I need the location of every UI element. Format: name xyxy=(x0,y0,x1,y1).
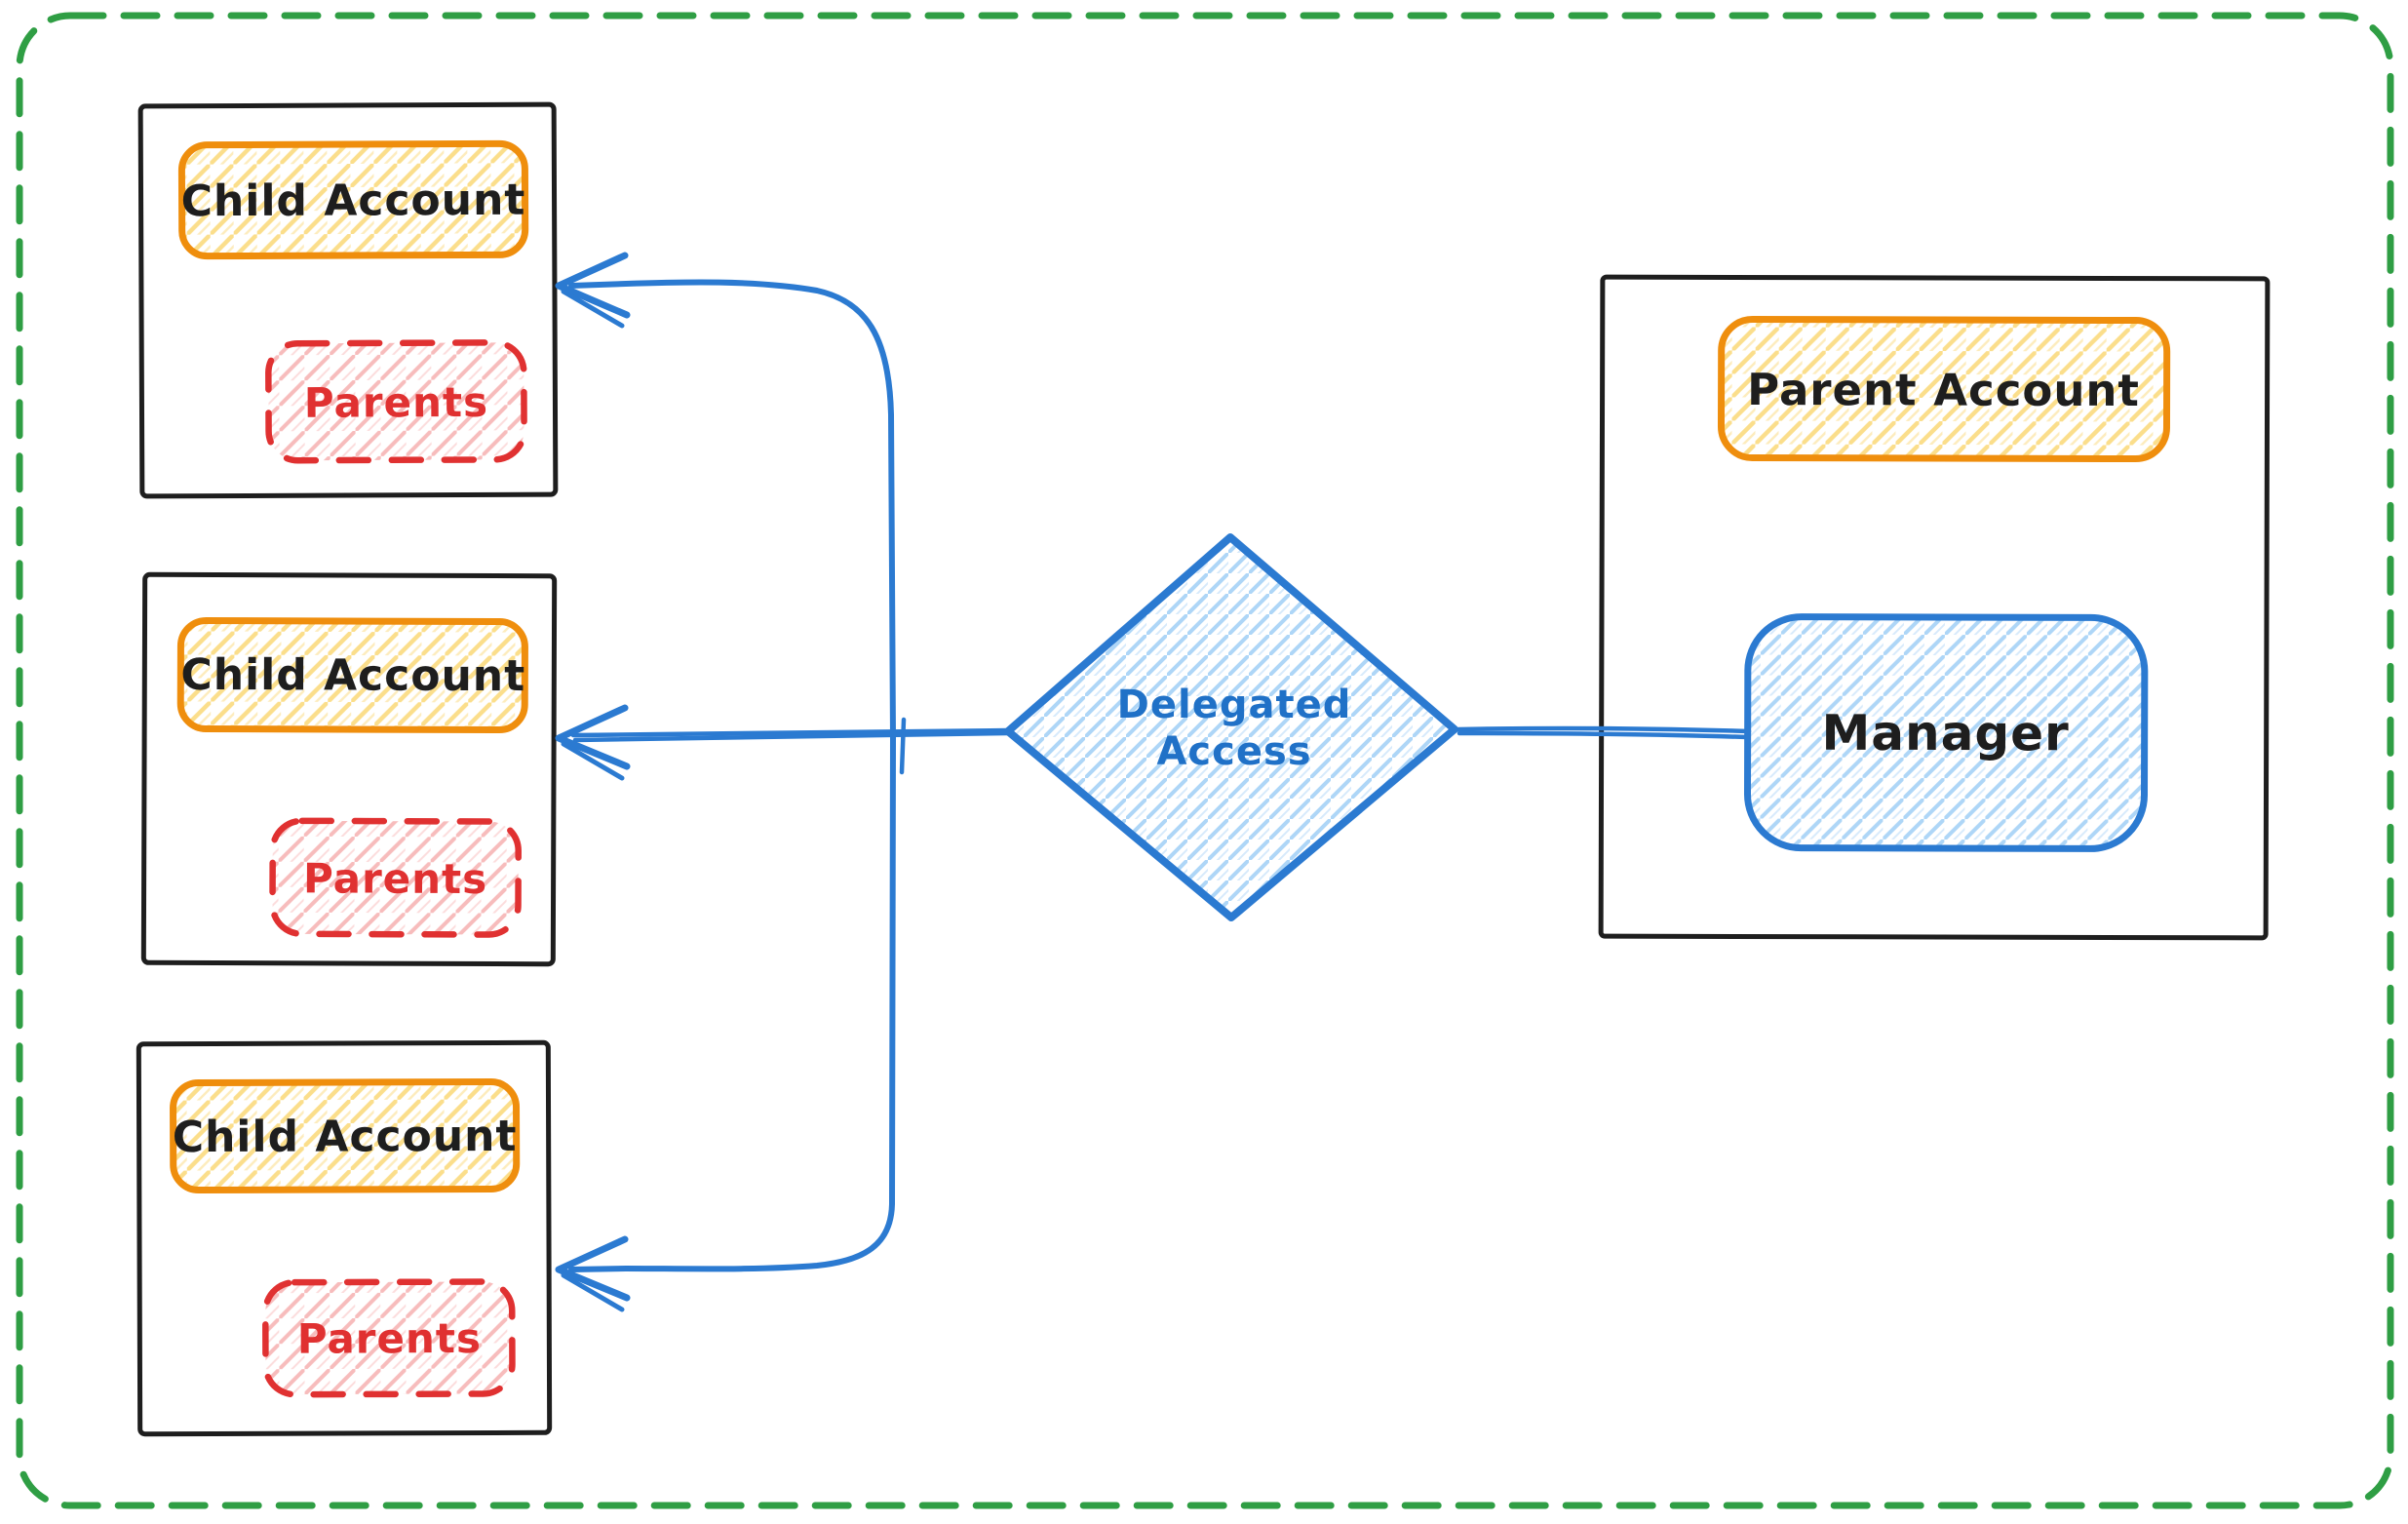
arrowhead-child-1 xyxy=(555,252,631,319)
parents-box xyxy=(265,339,527,464)
arrowhead-child-3-sketch xyxy=(561,1272,625,1312)
arrowhead-child-2 xyxy=(555,704,631,770)
child-account-label: Child Account xyxy=(181,176,526,227)
edge-manager-to-decision-sketch xyxy=(1456,730,1751,740)
edges xyxy=(555,252,1752,1312)
child-account-label: Child Account xyxy=(180,650,525,701)
edge-manager-to-decision xyxy=(1456,725,1752,734)
edge-decision-to-child-1 xyxy=(568,279,896,742)
child-account-label-box xyxy=(176,616,528,734)
decision-diamond: Delegated Access xyxy=(1004,533,1458,921)
arrowhead-child-2-sketch xyxy=(561,741,625,781)
canvas-border xyxy=(16,12,2394,1509)
decision-label-line1: Delegated xyxy=(1117,683,1352,727)
parent-account-card: Parent Account Manager xyxy=(1598,274,2271,941)
decision-diamond-shape xyxy=(1004,533,1458,921)
child-account-label-box xyxy=(177,139,529,260)
parents-box xyxy=(269,817,522,938)
parents-label: Parents xyxy=(297,1314,482,1363)
edge-decision-to-child-2 xyxy=(570,727,1011,738)
child-account-card-1: Child Account Parents xyxy=(137,101,559,499)
manager-label: Manager xyxy=(1821,705,2069,762)
edge-decision-to-child-2-sketch xyxy=(572,730,1011,743)
arrowhead-child-3 xyxy=(555,1235,631,1302)
decision-label-line2: Access xyxy=(1156,729,1311,774)
parents-box xyxy=(262,1278,516,1398)
parent-account-label-box xyxy=(1717,316,2171,463)
edge-junction-tick xyxy=(899,717,907,775)
parents-label: Parents xyxy=(303,854,487,903)
child-account-label-box xyxy=(170,1077,521,1194)
child-account-card-2: Child Account Parents xyxy=(140,571,558,967)
child-account-label: Child Account xyxy=(173,1112,518,1162)
arrowhead-child-1-sketch xyxy=(561,289,625,329)
child-account-card-3: Child Account Parents xyxy=(136,1039,553,1437)
parents-label: Parents xyxy=(304,378,488,427)
parent-account-label: Parent Account xyxy=(1747,364,2140,416)
edge-decision-to-child-3 xyxy=(568,734,896,1272)
